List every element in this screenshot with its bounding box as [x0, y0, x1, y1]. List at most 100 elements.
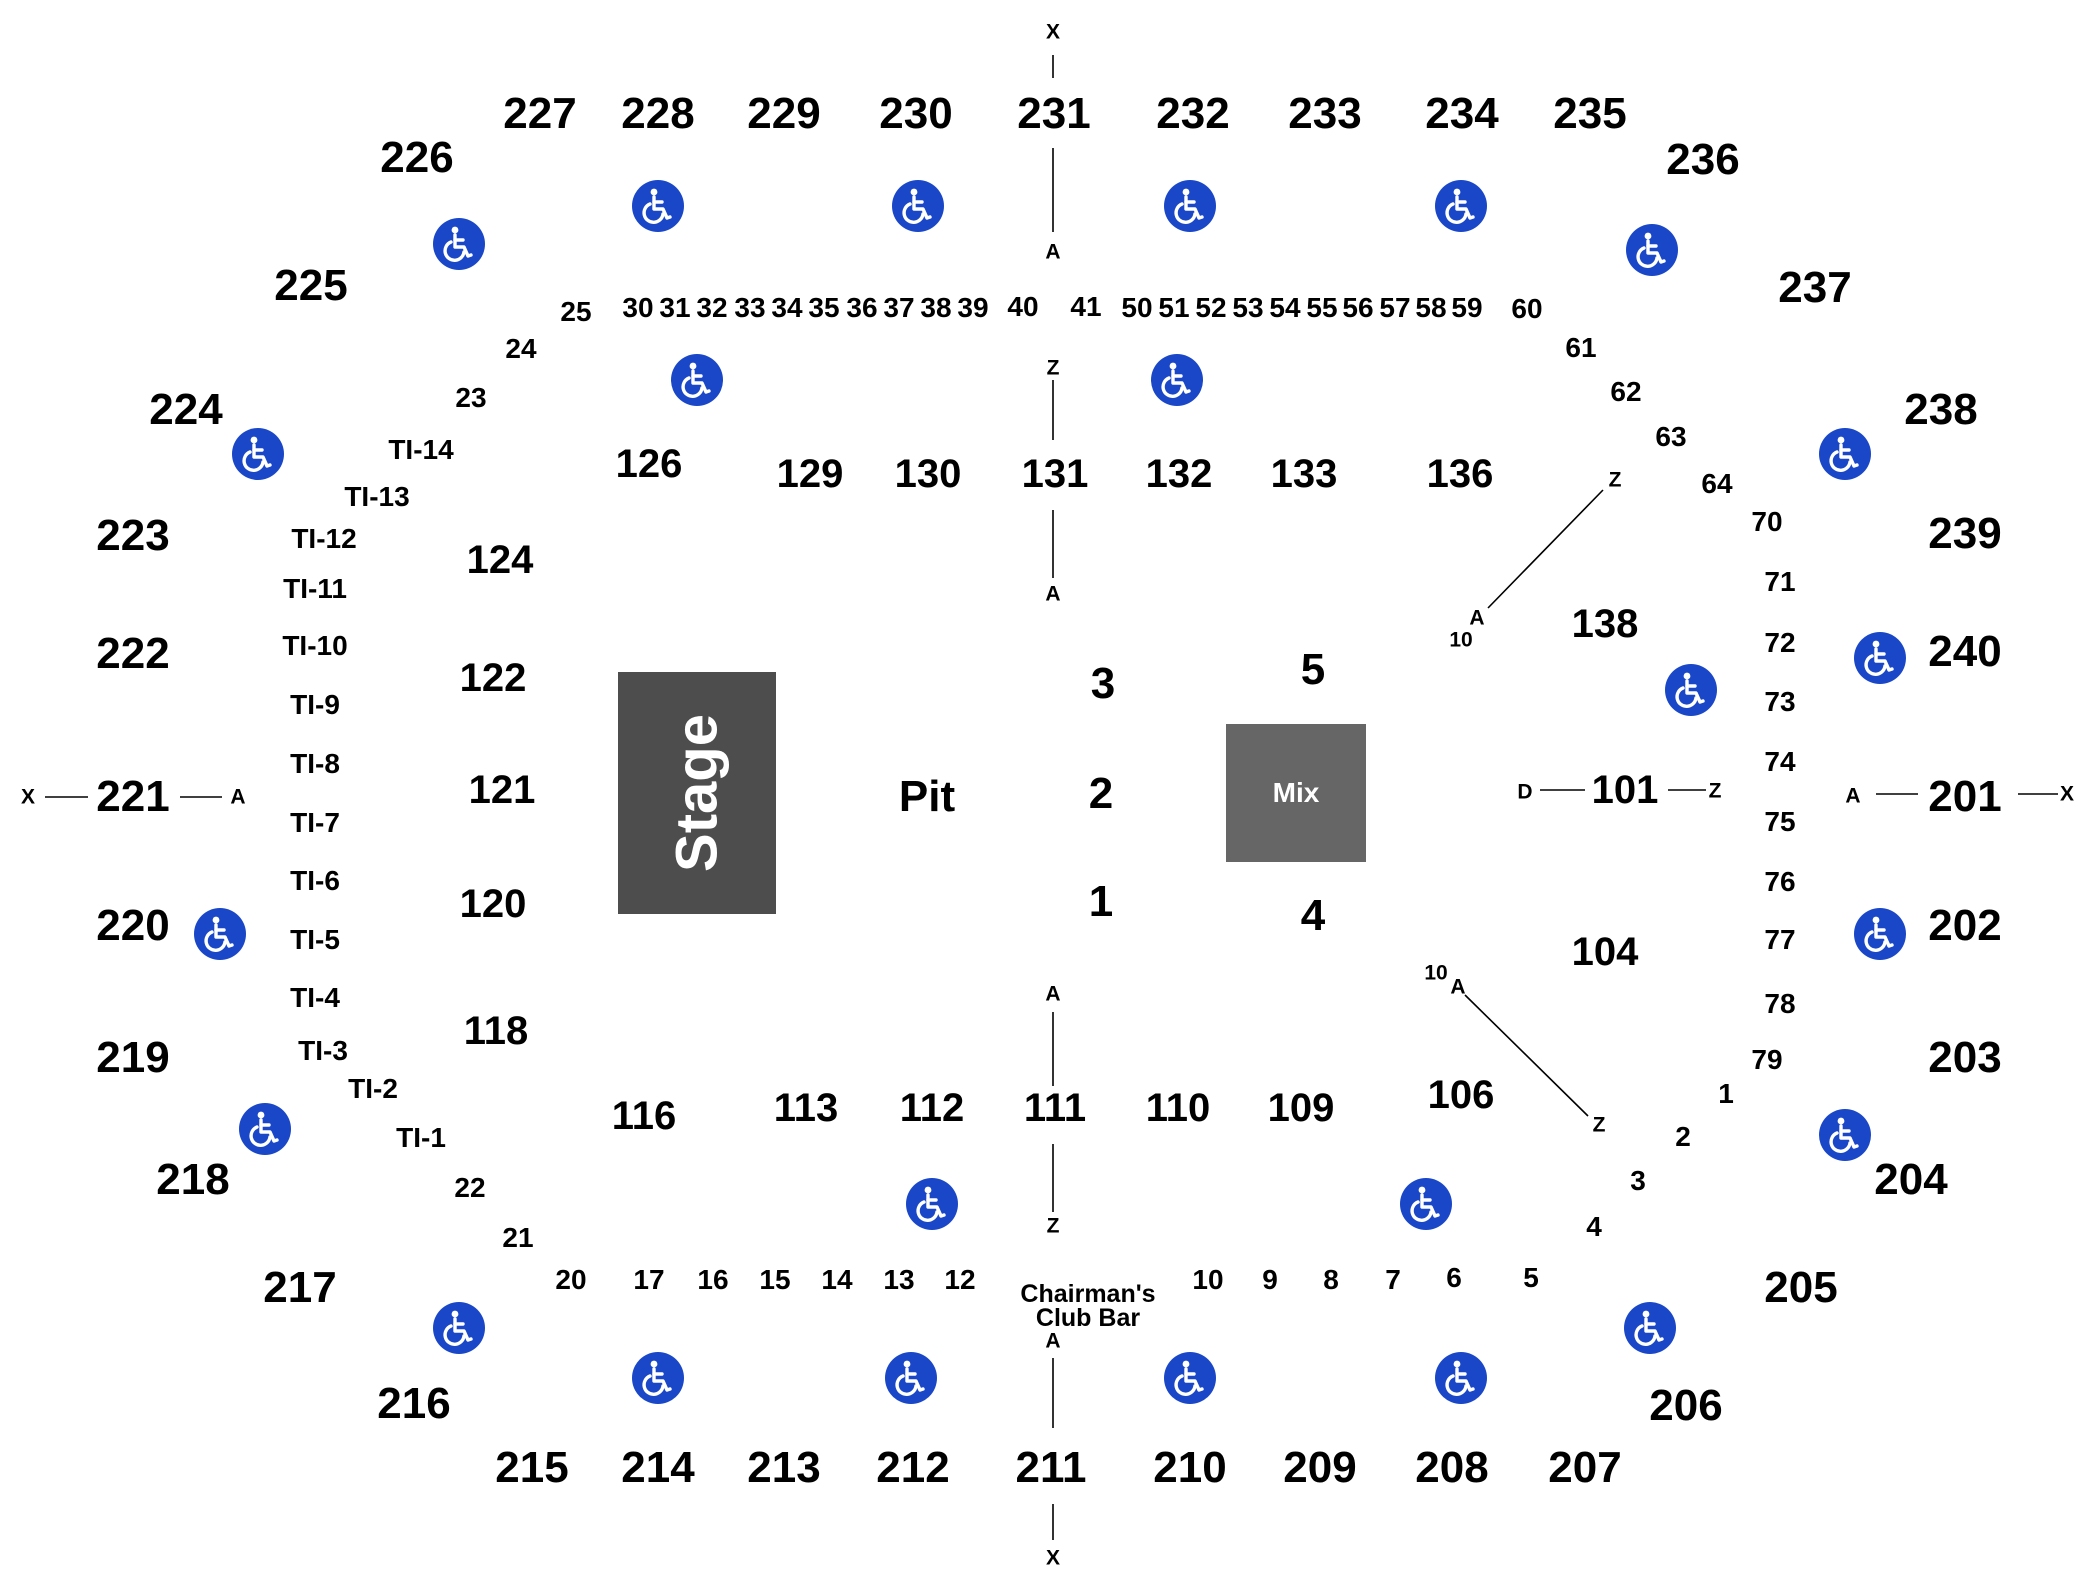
- section-129[interactable]: 129: [776, 452, 844, 496]
- section-213[interactable]: 213: [747, 1443, 821, 1492]
- section-131[interactable]: 131: [1021, 452, 1089, 496]
- section-228[interactable]: 228: [621, 89, 695, 138]
- floor-section-3[interactable]: 3: [1090, 659, 1116, 708]
- suite-77[interactable]: 77: [1764, 924, 1796, 955]
- floor-section-2[interactable]: 2: [1088, 769, 1114, 818]
- suite-5[interactable]: 5: [1523, 1262, 1539, 1293]
- section-229[interactable]: 229: [747, 89, 821, 138]
- section-226[interactable]: 226: [380, 133, 454, 182]
- suite-35[interactable]: 35: [808, 292, 840, 323]
- suite-56[interactable]: 56: [1342, 292, 1374, 323]
- suite-73[interactable]: 73: [1764, 686, 1796, 717]
- suite-2[interactable]: 2: [1675, 1121, 1691, 1152]
- suite-25[interactable]: 25: [560, 296, 592, 327]
- section-203[interactable]: 203: [1928, 1033, 2002, 1082]
- floor-section-pit[interactable]: Pit: [898, 772, 956, 821]
- section-122[interactable]: 122: [459, 656, 527, 700]
- terrace-suite-ti-3[interactable]: TI-3: [298, 1035, 348, 1066]
- terrace-suite-ti-2[interactable]: TI-2: [348, 1073, 398, 1104]
- section-112[interactable]: 112: [899, 1086, 965, 1130]
- suite-30[interactable]: 30: [622, 292, 654, 323]
- suite-41[interactable]: 41: [1070, 291, 1102, 322]
- section-101[interactable]: 101: [1591, 768, 1659, 812]
- suite-15[interactable]: 15: [759, 1264, 791, 1295]
- terrace-suite-ti-13[interactable]: TI-13: [344, 481, 410, 512]
- section-113[interactable]: 113: [773, 1086, 839, 1130]
- suite-12[interactable]: 12: [944, 1264, 976, 1295]
- suite-22[interactable]: 22: [454, 1172, 486, 1203]
- section-218[interactable]: 218: [156, 1155, 230, 1204]
- suite-55[interactable]: 55: [1306, 292, 1338, 323]
- suite-10[interactable]: 10: [1192, 1264, 1224, 1295]
- suite-62[interactable]: 62: [1610, 376, 1642, 407]
- suite-37[interactable]: 37: [883, 292, 915, 323]
- suite-20[interactable]: 20: [555, 1264, 587, 1295]
- section-224[interactable]: 224: [149, 385, 223, 434]
- floor-section-5[interactable]: 5: [1300, 645, 1326, 694]
- section-118[interactable]: 118: [463, 1009, 529, 1053]
- suite-4[interactable]: 4: [1586, 1211, 1602, 1242]
- terrace-suite-ti-10[interactable]: TI-10: [282, 630, 348, 661]
- suite-50[interactable]: 50: [1121, 292, 1153, 323]
- section-207[interactable]: 207: [1548, 1443, 1622, 1492]
- suite-72[interactable]: 72: [1764, 627, 1796, 658]
- suite-9[interactable]: 9: [1262, 1264, 1278, 1295]
- suite-74[interactable]: 74: [1764, 746, 1796, 777]
- suite-13[interactable]: 13: [883, 1264, 915, 1295]
- section-111[interactable]: 111: [1023, 1086, 1087, 1130]
- suite-63[interactable]: 63: [1655, 421, 1687, 452]
- terrace-suite-ti-12[interactable]: TI-12: [291, 523, 357, 554]
- section-130[interactable]: 130: [894, 452, 962, 496]
- terrace-suite-ti-7[interactable]: TI-7: [290, 807, 340, 838]
- section-202[interactable]: 202: [1928, 901, 2002, 950]
- suite-17[interactable]: 17: [633, 1264, 665, 1295]
- floor-section-1[interactable]: 1: [1088, 877, 1114, 926]
- section-109[interactable]: 109: [1267, 1086, 1335, 1130]
- suite-79[interactable]: 79: [1751, 1044, 1783, 1075]
- terrace-suite-ti-6[interactable]: TI-6: [290, 865, 340, 896]
- section-133[interactable]: 133: [1270, 452, 1338, 496]
- section-216[interactable]: 216: [377, 1379, 451, 1428]
- section-219[interactable]: 219: [96, 1033, 170, 1082]
- suite-23[interactable]: 23: [455, 382, 487, 413]
- section-206[interactable]: 206: [1649, 1381, 1723, 1430]
- section-214[interactable]: 214: [621, 1443, 695, 1492]
- suite-71[interactable]: 71: [1764, 566, 1796, 597]
- suite-70[interactable]: 70: [1751, 506, 1783, 537]
- suite-51[interactable]: 51: [1158, 292, 1190, 323]
- suite-59[interactable]: 59: [1451, 292, 1483, 323]
- terrace-suite-ti-5[interactable]: TI-5: [290, 924, 340, 955]
- section-221[interactable]: 221: [96, 772, 170, 821]
- section-238[interactable]: 238: [1904, 385, 1978, 434]
- terrace-suite-ti-8[interactable]: TI-8: [290, 748, 340, 779]
- suite-76[interactable]: 76: [1764, 866, 1796, 897]
- section-227[interactable]: 227: [503, 89, 577, 138]
- section-201[interactable]: 201: [1928, 772, 2002, 821]
- terrace-suite-ti-1[interactable]: TI-1: [396, 1122, 446, 1153]
- section-138[interactable]: 138: [1571, 602, 1639, 646]
- suite-36[interactable]: 36: [846, 292, 878, 323]
- suite-40[interactable]: 40: [1007, 291, 1039, 322]
- suite-6[interactable]: 6: [1446, 1262, 1462, 1293]
- section-231[interactable]: 231: [1017, 89, 1091, 138]
- suite-8[interactable]: 8: [1323, 1264, 1339, 1295]
- suite-33[interactable]: 33: [734, 292, 766, 323]
- suite-24[interactable]: 24: [505, 333, 537, 364]
- suite-78[interactable]: 78: [1764, 988, 1796, 1019]
- section-121[interactable]: 121: [468, 768, 536, 812]
- section-225[interactable]: 225: [274, 261, 348, 310]
- suite-14[interactable]: 14: [821, 1264, 853, 1295]
- suite-1[interactable]: 1: [1718, 1078, 1734, 1109]
- section-235[interactable]: 235: [1553, 89, 1627, 138]
- section-236[interactable]: 236: [1666, 135, 1740, 184]
- section-132[interactable]: 132: [1145, 452, 1213, 496]
- suite-38[interactable]: 38: [920, 292, 952, 323]
- section-106[interactable]: 106: [1427, 1073, 1495, 1117]
- section-110[interactable]: 110: [1145, 1086, 1211, 1130]
- suite-7[interactable]: 7: [1385, 1264, 1401, 1295]
- suite-3[interactable]: 3: [1630, 1165, 1646, 1196]
- suite-21[interactable]: 21: [502, 1222, 534, 1253]
- section-104[interactable]: 104: [1571, 930, 1639, 974]
- section-240[interactable]: 240: [1928, 627, 2002, 676]
- section-120[interactable]: 120: [459, 882, 527, 926]
